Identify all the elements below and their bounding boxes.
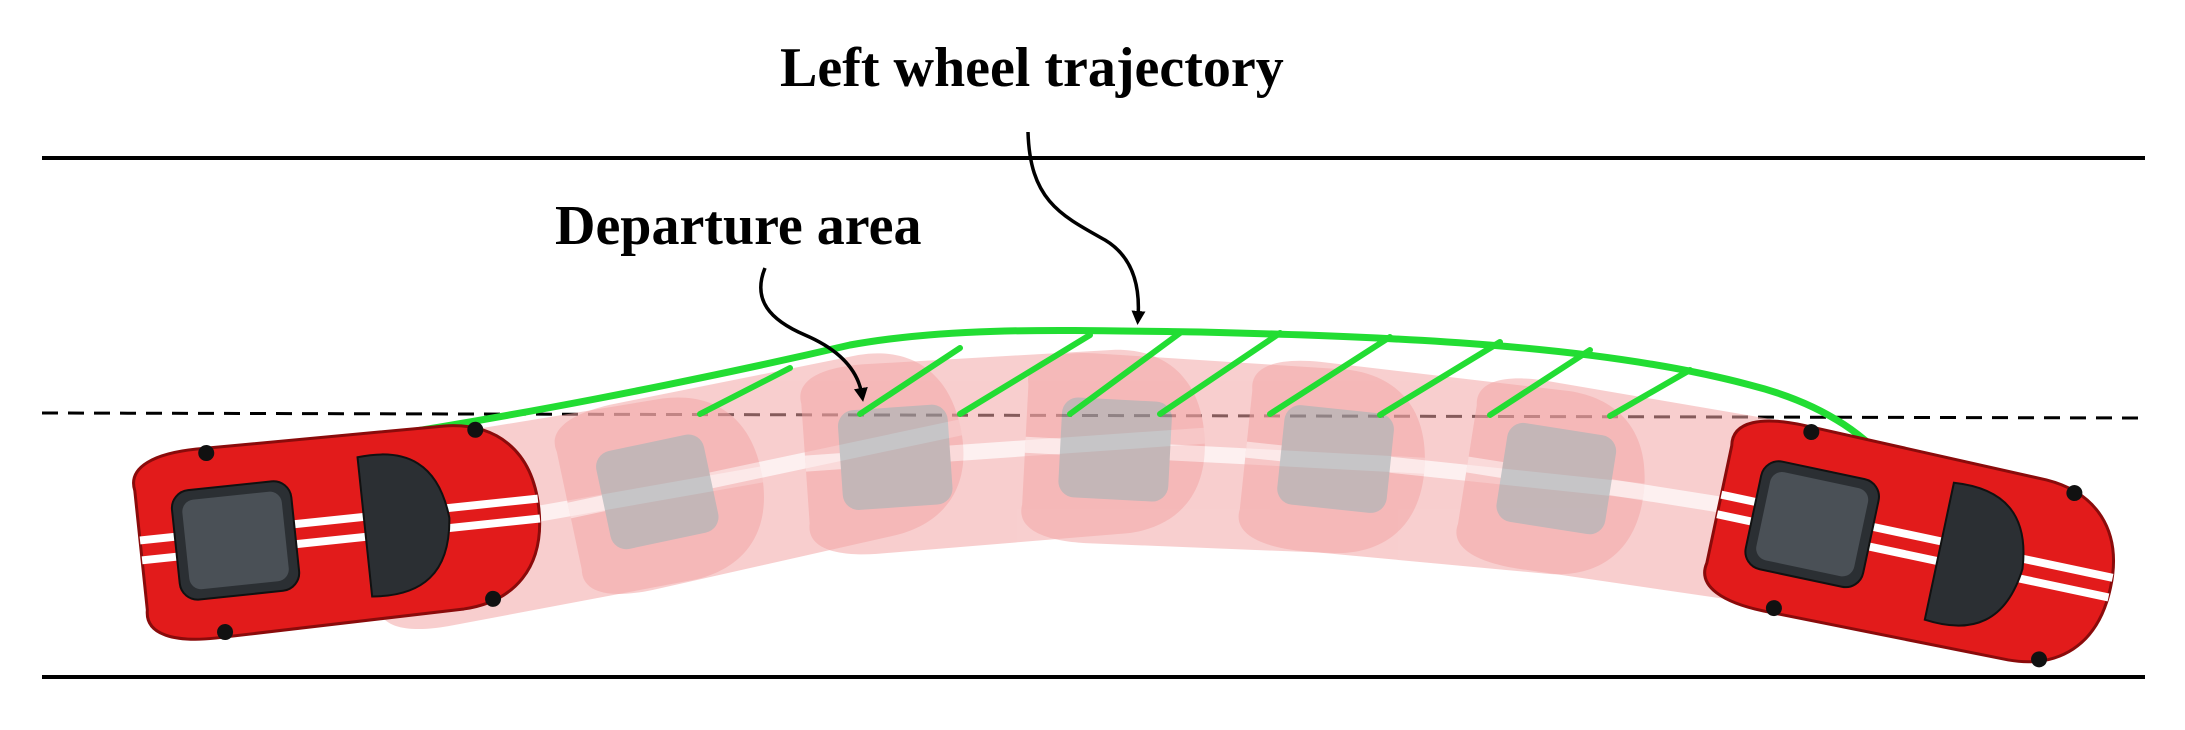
departure-hatch-line [1377, 339, 1503, 418]
car-end-icon [1697, 409, 2132, 683]
departure-hatch-line [1267, 334, 1393, 417]
left-wheel-trajectory-label: Left wheel trajectory [780, 37, 1284, 99]
left-wheel-trajectory-curve [314, 326, 1904, 479]
departure-hatch-line [1157, 330, 1283, 417]
departure-area-hatching [697, 330, 1693, 419]
departure-area-label: Departure area [555, 195, 922, 257]
departure-hatch-line [957, 332, 1093, 417]
departure-hatch-line [697, 365, 793, 417]
departure-area-pointer-arrow [759, 267, 868, 402]
departure-hatch-line [1607, 367, 1693, 419]
departure-hatch-line [857, 345, 963, 417]
departure-hatch-line [1487, 347, 1593, 418]
trajectory-pointer-arrow [1026, 131, 1146, 325]
car-start-icon [129, 412, 551, 647]
departure-hatch-line [1067, 330, 1183, 417]
